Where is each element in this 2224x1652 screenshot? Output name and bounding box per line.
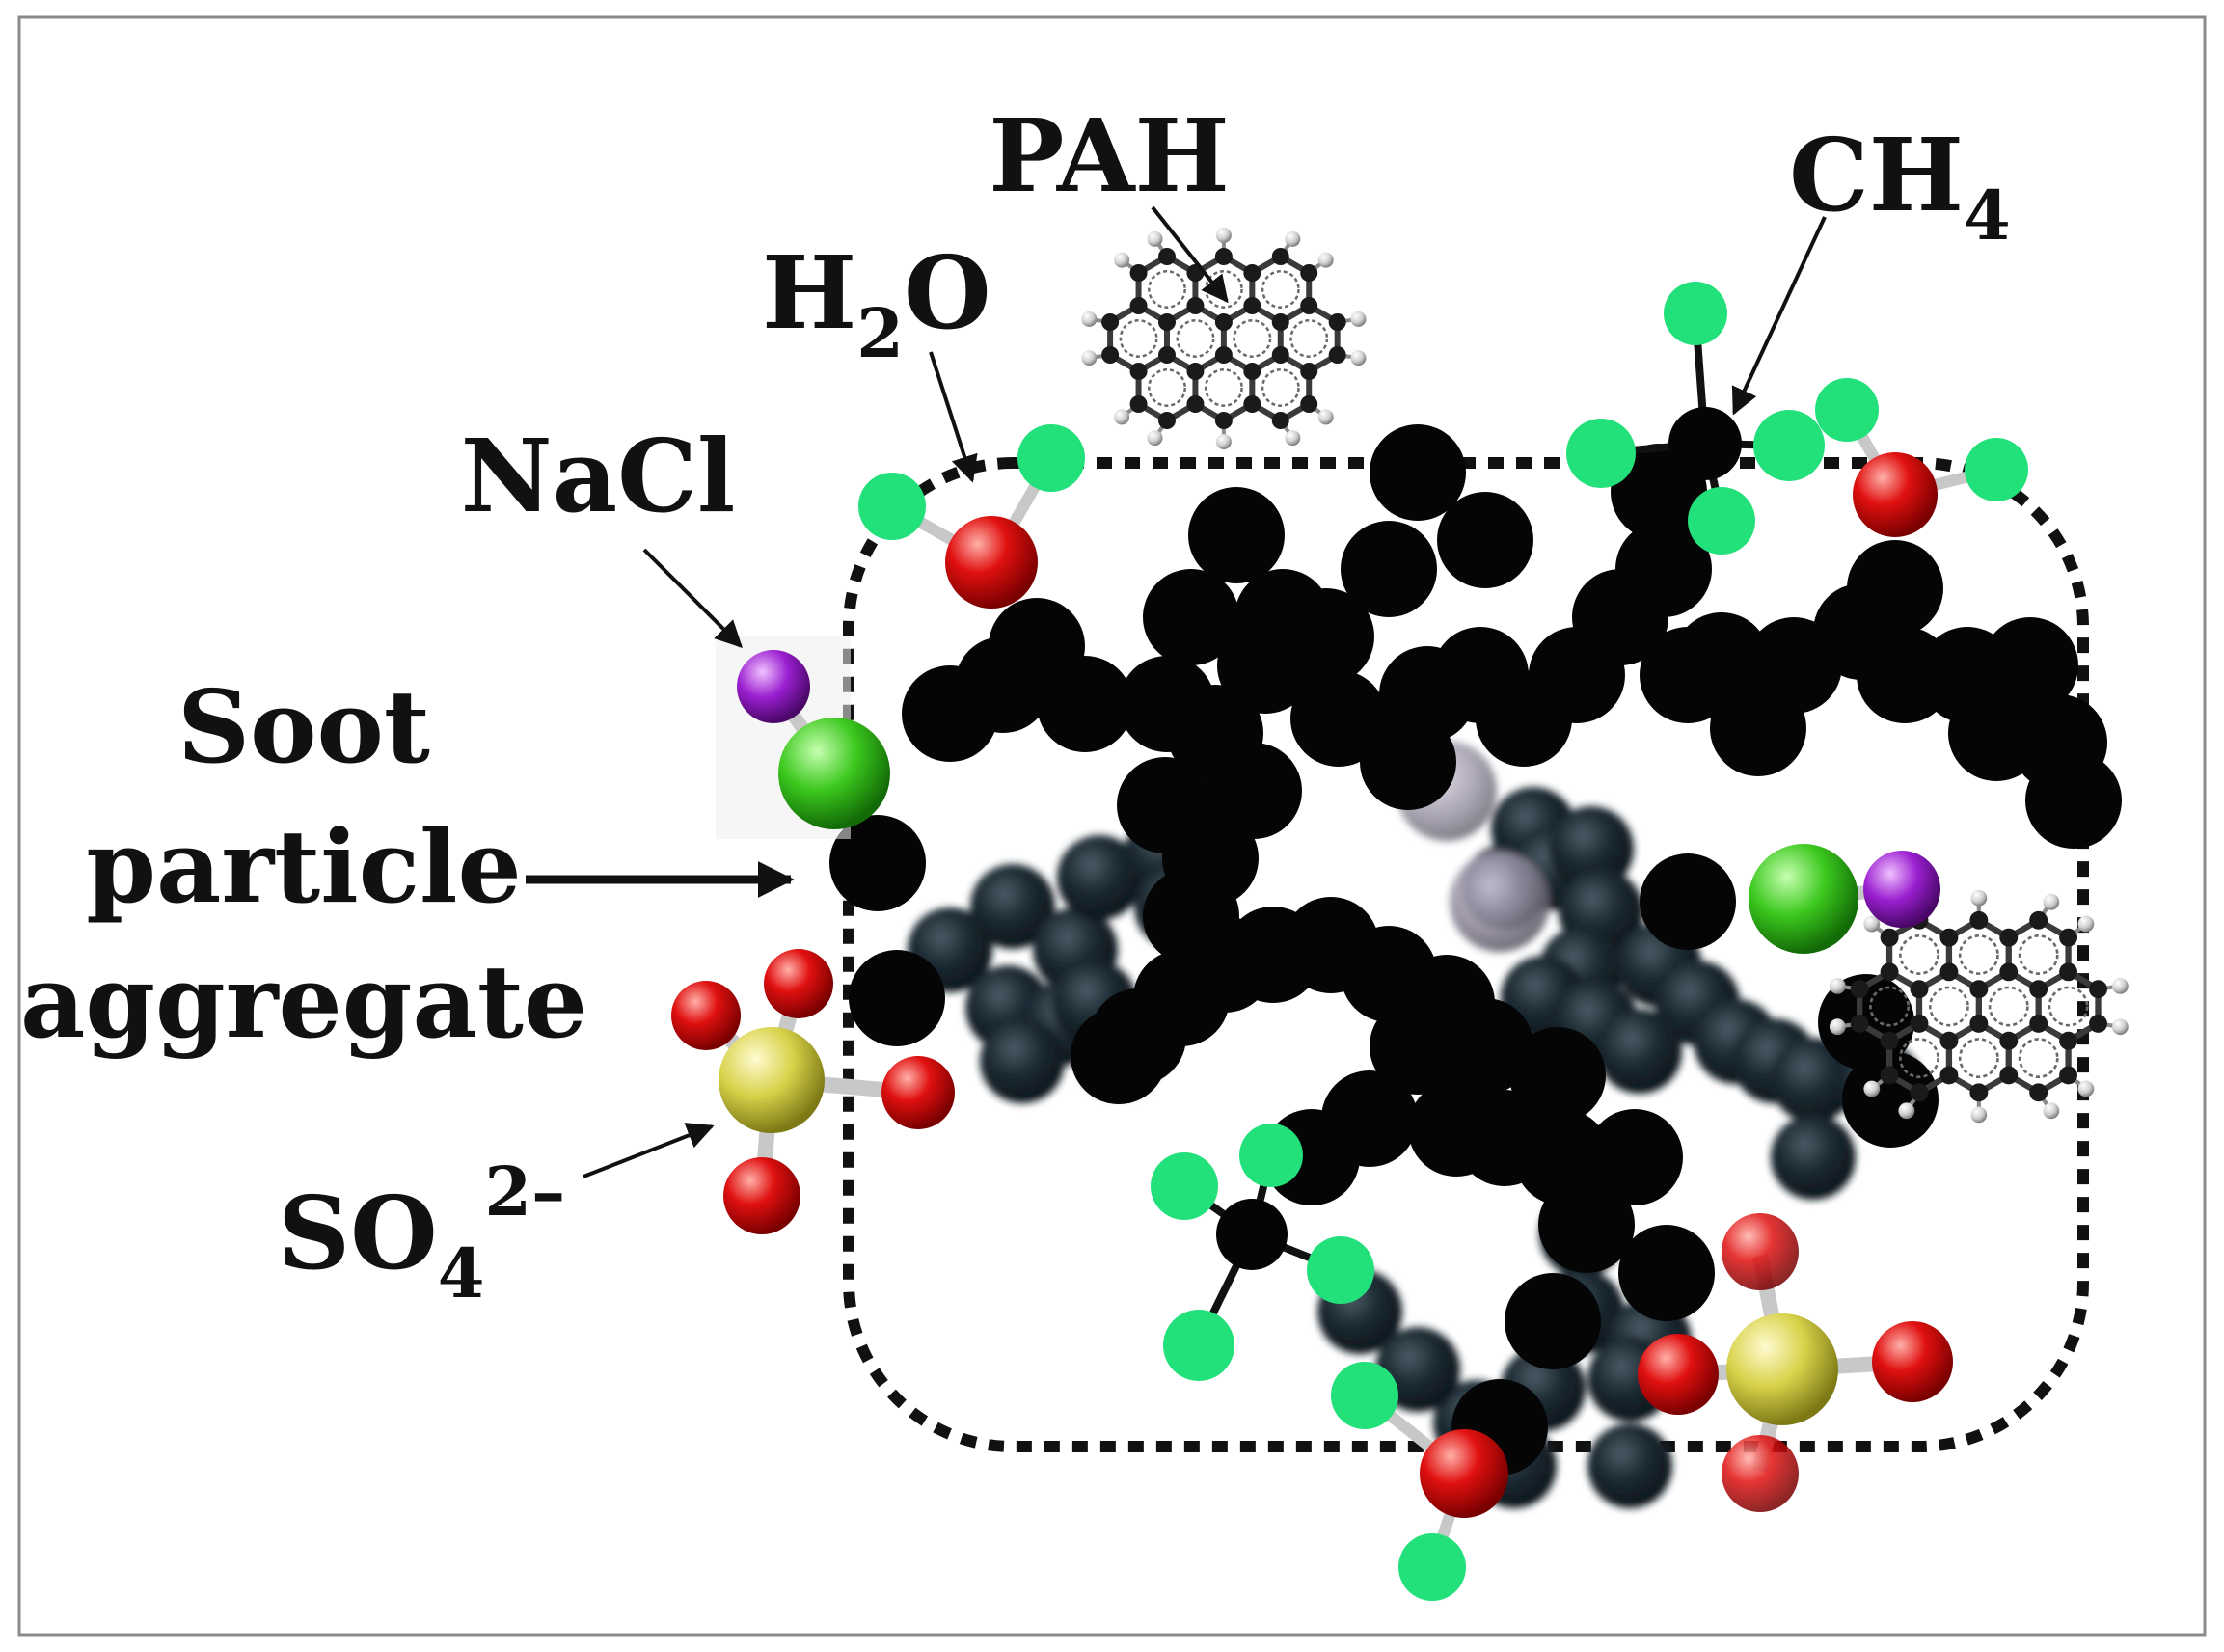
ch4-label-subscript: 4 — [1964, 176, 2011, 256]
label-arrows — [526, 205, 1827, 1178]
soot-sphere — [1618, 1225, 1715, 1321]
soot-sphere — [1847, 540, 1943, 636]
figure-frame — [17, 15, 2207, 1637]
water-molecule-icon — [1331, 1362, 1508, 1601]
soot-sphere — [1842, 1051, 1939, 1148]
soot-sphere-blurred — [970, 864, 1055, 949]
soot-sphere — [2025, 752, 2122, 849]
so4-label-superscript: 2– — [484, 1151, 565, 1232]
soot-sphere — [1037, 656, 1133, 752]
ch4-label-main: CH — [1789, 116, 1964, 234]
ch4-arrow — [1731, 216, 1827, 416]
soot-sphere — [1143, 569, 1239, 665]
nacl-molecule-icon — [716, 636, 890, 839]
h2o-label-h: H — [762, 233, 856, 352]
soot-sphere — [902, 665, 998, 762]
soot-sphere-blurred — [1587, 1423, 1672, 1508]
nacl-label: NaCl — [461, 417, 736, 535]
so4-label-subscript: 4 — [438, 1233, 485, 1313]
nacl-arrow — [642, 548, 743, 648]
soot-sphere-blurred — [1597, 1009, 1682, 1094]
soot-sphere-blurred — [1771, 1115, 1856, 1200]
soot-label-line1: Soot — [177, 667, 430, 786]
water-molecule-icon — [858, 424, 1085, 609]
soot-sphere — [1290, 670, 1387, 767]
h2o-label-subscript: 2 — [856, 293, 904, 373]
soot-sphere-blurred — [980, 1018, 1065, 1103]
pah-label: PAH — [989, 96, 1230, 215]
h2o-label: H2O — [762, 233, 991, 373]
soot-label-line3: aggregate — [20, 942, 587, 1061]
soot-sphere — [829, 815, 926, 911]
sulfate-ion-icon — [1638, 1213, 1953, 1512]
so4-label: SO42– — [278, 1151, 565, 1313]
soot-sphere — [1188, 487, 1285, 583]
nacl-molecule-icon — [1749, 844, 1940, 954]
h2o-arrow — [929, 351, 978, 483]
so4-arrow — [583, 1123, 715, 1178]
soot-sphere-blurred — [1771, 1038, 1856, 1123]
soot-sphere — [1090, 988, 1186, 1085]
soot-sphere — [1587, 1109, 1683, 1205]
soot-sphere-blurred — [1057, 835, 1142, 920]
methane-molecule-icon — [1151, 1124, 1374, 1381]
soot-sphere — [1615, 521, 1712, 617]
sulfate-ion-icon — [671, 949, 955, 1234]
soot-sphere — [1505, 1273, 1601, 1369]
soot-chain-layer — [829, 424, 2122, 1476]
soot-sphere — [1437, 998, 1533, 1095]
soot-sphere-blurred — [1549, 806, 1634, 891]
soot-sphere — [1370, 424, 1466, 521]
soot-sphere — [1341, 521, 1437, 617]
so4-label-main: SO — [278, 1174, 438, 1292]
soot-sphere — [849, 950, 945, 1046]
soot-sphere — [1437, 492, 1533, 588]
pah-ring-icon — [1081, 228, 1366, 449]
soot-label-line2: particle — [86, 807, 521, 926]
soot-sphere — [1640, 853, 1736, 950]
soot-sphere — [1370, 998, 1466, 1095]
ch4-label: CH4 — [1789, 116, 2011, 256]
h2o-label-o: O — [904, 233, 991, 352]
soot-sphere — [1538, 1177, 1635, 1273]
water-molecule-icon — [1815, 378, 2028, 537]
methane-molecule-icon — [1566, 282, 1825, 555]
soot-sphere-translucent — [1450, 852, 1550, 952]
soot-sphere — [1278, 588, 1374, 685]
pah-arrow — [1151, 205, 1229, 304]
